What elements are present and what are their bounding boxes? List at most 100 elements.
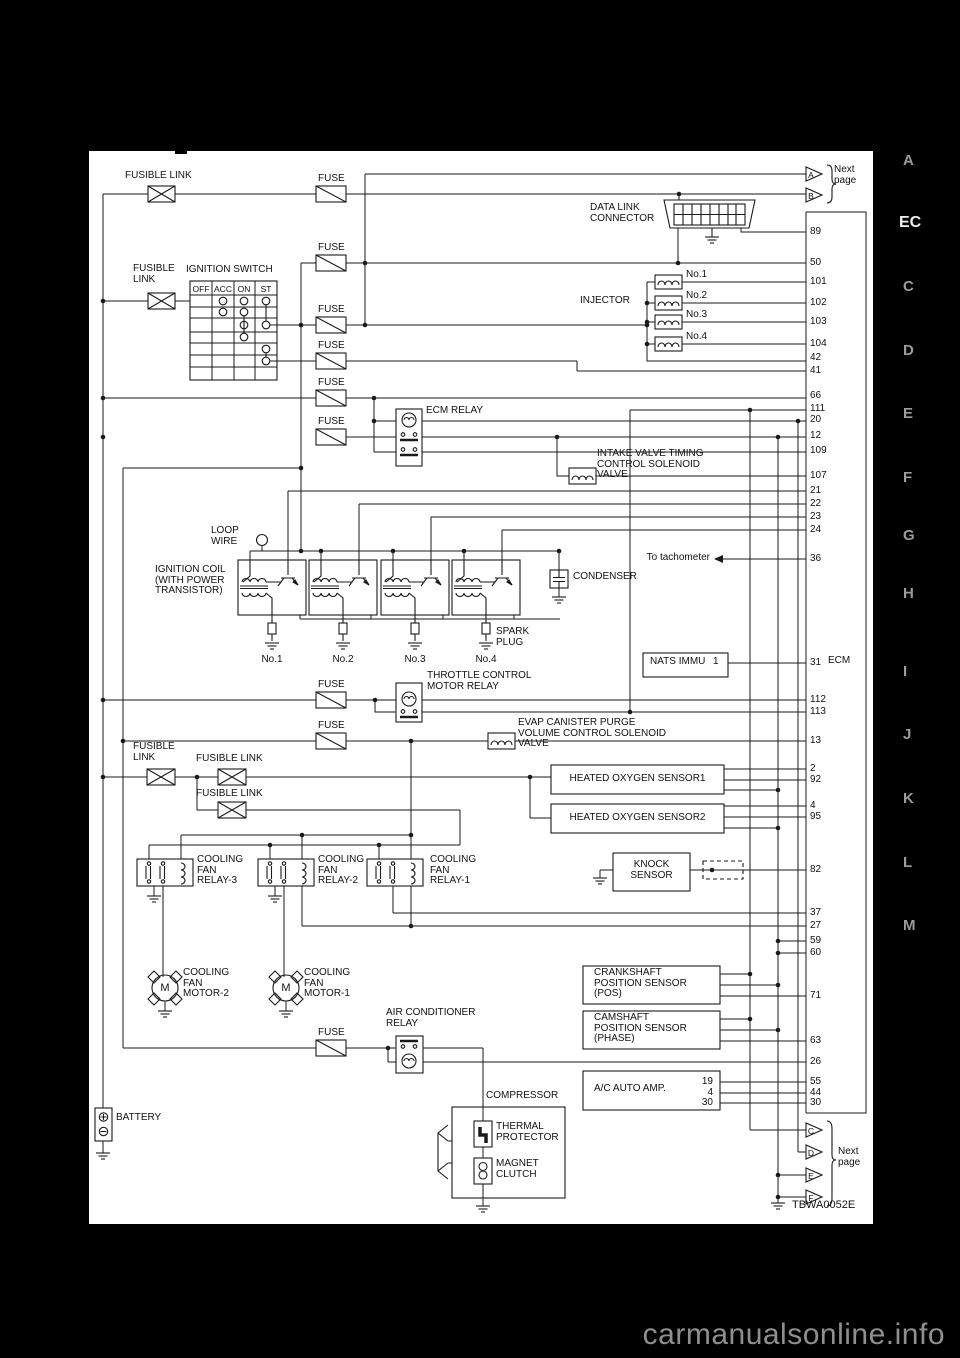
page-edge-mark xyxy=(175,148,187,154)
ignition-coil-symbols xyxy=(237,559,521,642)
pin-59: 59 xyxy=(810,935,822,946)
injector-label: INJECTOR xyxy=(580,295,630,306)
ac-amp-pin-19: 19 xyxy=(701,1076,713,1087)
crank-sensor-box xyxy=(582,965,721,1005)
battery-symbol xyxy=(94,1107,113,1142)
pin-63: 63 xyxy=(810,1035,822,1046)
fusible-link-1-label: FUSIBLE LINK xyxy=(125,170,192,181)
next-page-top-label: Next page xyxy=(834,164,857,186)
margin-letter-a: A xyxy=(903,152,914,169)
pin-113: 113 xyxy=(810,706,826,717)
cam-sensor-box xyxy=(582,1010,721,1050)
margin-letter-l: L xyxy=(903,854,913,871)
ecm-box xyxy=(805,211,867,1114)
compressor-symbol xyxy=(437,1106,566,1199)
evap-solenoid-symbol xyxy=(487,732,516,750)
knock-sensor-symbol xyxy=(612,852,744,892)
page-connector-arrows xyxy=(805,164,837,1207)
throttle-relay-label: THROTTLE CONTROL MOTOR RELAY xyxy=(427,670,532,692)
junction-dots xyxy=(100,191,801,1200)
switch-pos-st: ST xyxy=(260,284,272,294)
throttle-relay-symbol xyxy=(395,682,423,723)
ho2s2-box xyxy=(550,803,725,834)
margin-letter-g: G xyxy=(903,527,915,544)
fan-relay-1-label: COOLING FAN RELAY-1 xyxy=(430,854,477,886)
diagram-paper xyxy=(89,151,873,1224)
margin-letter-e: E xyxy=(903,405,914,422)
pin-111: 111 xyxy=(810,403,826,414)
pin-107: 107 xyxy=(810,470,827,481)
pin-2: 2 xyxy=(810,763,816,774)
margin-letter-i: I xyxy=(903,663,908,680)
loop-wire-label: LOOP WIRE xyxy=(211,525,239,547)
pin-92: 92 xyxy=(810,774,822,785)
coil-no1-label: No.1 xyxy=(261,654,283,665)
ho2s1-label: HEATED OXYGEN SENSOR1 xyxy=(569,773,706,784)
pin-82: 82 xyxy=(810,864,822,875)
watermark: carmanualsonline.info xyxy=(642,1318,945,1351)
pin-101: 101 xyxy=(810,276,827,287)
switch-pos-off: OFF xyxy=(192,284,210,294)
injector-no3-label: No.3 xyxy=(686,309,708,320)
fuse-1-label: FUSE xyxy=(318,173,345,184)
pin-13: 13 xyxy=(810,735,822,746)
data-link-connector-symbol xyxy=(663,199,756,237)
fuse-9-label: FUSE xyxy=(318,1027,345,1038)
margin-letter-m: M xyxy=(903,917,916,934)
injector-no2-label: No.2 xyxy=(686,290,708,301)
connector-f: F xyxy=(808,1193,814,1203)
pin-55: 55 xyxy=(810,1076,822,1087)
injector-no4-label: No.4 xyxy=(686,331,708,342)
fuse-8-label: FUSE xyxy=(318,720,345,731)
evap-valve-label: EVAP CANISTER PURGE VOLUME CONTROL SOLEN… xyxy=(518,717,666,749)
pin-31: 31 xyxy=(810,657,822,668)
pin-109: 109 xyxy=(810,445,827,456)
to-tachometer-label: To tachometer xyxy=(646,552,710,563)
ac-amp-pin-4: 4 xyxy=(707,1087,713,1098)
motor-2-m-label: M xyxy=(160,982,170,994)
nats-immu-label: NATS IMMU xyxy=(650,656,706,667)
ecm-relay-label: ECM RELAY xyxy=(426,405,484,416)
margin-letter-j: J xyxy=(903,726,912,743)
fan-relay-2-label: COOLING FAN RELAY-2 xyxy=(318,854,365,886)
pin-4: 4 xyxy=(810,800,816,811)
connector-b: B xyxy=(808,191,814,201)
fusible-link-2-label: FUSIBLE LINK xyxy=(133,263,175,285)
connector-d: D xyxy=(807,1148,815,1158)
connector-e: E xyxy=(808,1171,814,1181)
intake-valve-label: INTAKE VALVE TIMING CONTROL SOLENOID VAL… xyxy=(597,448,704,480)
coil-no3-label: No.3 xyxy=(404,654,426,665)
pin-30: 30 xyxy=(810,1097,822,1108)
margin-letter-h: H xyxy=(903,585,914,602)
diagram-id: TBWA0052E xyxy=(792,1199,856,1211)
ignition-switch-table xyxy=(189,280,278,381)
fuse-2-label: FUSE xyxy=(318,242,345,253)
knock-sensor-label: KNOCK SENSOR xyxy=(630,859,673,881)
pin-104: 104 xyxy=(810,338,827,349)
intake-valve-solenoid-symbol xyxy=(568,467,597,485)
pin-21: 21 xyxy=(810,485,822,496)
coil-no2-label: No.2 xyxy=(332,654,354,665)
fan-motor-1-label: COOLING FAN MOTOR-1 xyxy=(304,967,351,999)
fuse-7-label: FUSE xyxy=(318,679,345,690)
cooling-fan-relay-symbols xyxy=(136,858,424,887)
motor-1-m-label: M xyxy=(281,982,291,994)
ho2s1-box xyxy=(550,764,725,795)
pin-42: 42 xyxy=(810,352,822,363)
pin-103: 103 xyxy=(810,316,827,327)
ho2s2-label: HEATED OXYGEN SENSOR2 xyxy=(569,812,706,823)
pin-41: 41 xyxy=(810,365,822,376)
battery-label: BATTERY xyxy=(116,1112,162,1123)
ac-relay-label: AIR CONDITIONER RELAY xyxy=(386,1007,476,1029)
switch-pos-acc: ACC xyxy=(214,284,232,294)
data-link-connector-label: DATA LINK CONNECTOR xyxy=(590,202,655,224)
ac-auto-amp-label: A/C AUTO AMP. xyxy=(594,1083,666,1094)
ac-amp-pin-30: 30 xyxy=(701,1097,713,1108)
ecm-label: ECM xyxy=(828,655,851,666)
pin-66: 66 xyxy=(810,390,822,401)
pin-112: 112 xyxy=(810,694,826,705)
fusible-link-5-label: FUSIBLE LINK xyxy=(196,788,263,799)
fuse-5-label: FUSE xyxy=(318,377,345,388)
fusible-link-symbols xyxy=(146,185,247,819)
